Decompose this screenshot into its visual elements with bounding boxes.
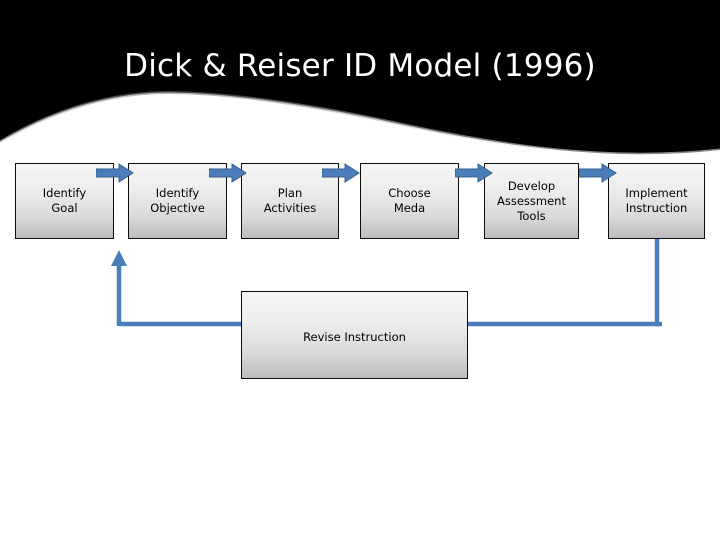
process-box-implement-instruction[interactable]: Implement Instruction <box>608 163 705 239</box>
process-box-label: Identify Goal <box>42 186 87 215</box>
up-arrow-head-icon <box>111 250 127 266</box>
right-block-arrow-icon <box>322 163 360 183</box>
right-block-arrow-icon <box>579 163 617 183</box>
banner-edge-highlight <box>0 90 720 156</box>
process-box-identify-objective[interactable]: Identify Objective <box>128 163 227 239</box>
process-box-plan-activities[interactable]: Plan Activities <box>241 163 339 239</box>
process-box-label: Choose Meda <box>388 186 431 215</box>
process-box-label: Revise Instruction <box>303 330 406 344</box>
process-box-label: Develop Assessment Tools <box>497 178 566 223</box>
process-box-choose-media[interactable]: Choose Meda <box>360 163 459 239</box>
banner-shape <box>0 0 720 155</box>
right-block-arrow-icon <box>209 163 247 183</box>
process-box-revise-instruction[interactable]: Revise Instruction <box>241 291 468 379</box>
page-title: Dick & Reiser ID Model (1996) <box>124 48 596 84</box>
right-block-arrow-icon <box>96 163 134 183</box>
process-box-label: Identify Objective <box>150 186 205 215</box>
process-box-label: Plan Activities <box>263 186 317 215</box>
process-box-label: Implement Instruction <box>625 186 688 215</box>
header-banner <box>0 0 720 160</box>
right-block-arrow-icon <box>455 163 493 183</box>
process-box-develop-assessment[interactable]: Develop Assessment Tools <box>484 163 579 239</box>
